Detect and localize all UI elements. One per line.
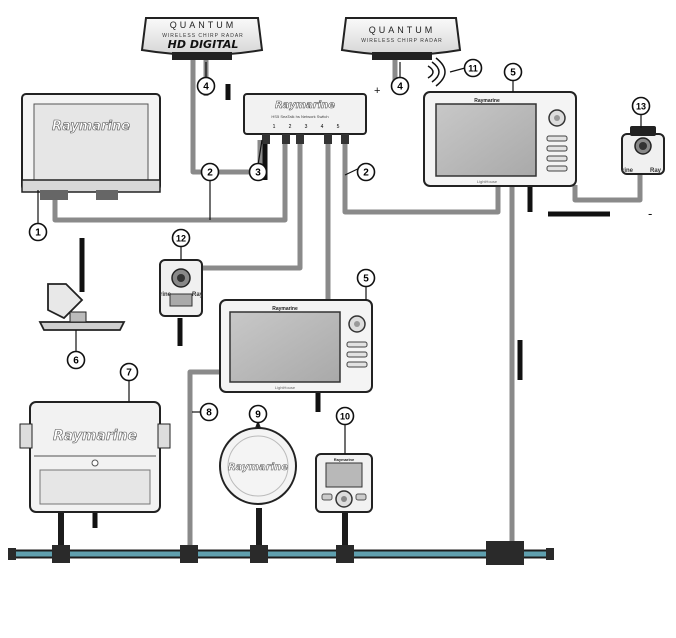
callout-number: 10 [340,412,350,422]
callout-number: 7 [126,368,132,379]
callout-4a: 4 [196,76,216,96]
port-label: 2 [289,124,292,130]
brand-label: Raymarine [228,462,288,473]
radar-brand: QUANTUM [170,20,237,30]
cable-display-camera13 [572,172,643,203]
port-label: 3 [305,124,308,130]
brand-label: Raymarine [53,428,137,444]
camera-brand-right: Ray [192,292,204,298]
transducer [38,283,126,331]
callout-5b: 5 [356,268,376,288]
power-cables [79,84,610,528]
brand-label: Raymarine [52,119,130,134]
callouts: 1 2 3 2 4 4 11 5 [28,58,651,426]
callout-4b: 4 [390,76,410,96]
radar-model: HD DIGITAL [168,38,239,51]
multifunction-display-mid: Raymarine LightHouse [219,299,373,393]
callout-number: 1 [35,228,41,239]
callout-number: 11 [468,64,478,74]
callout-number: 6 [73,356,79,367]
callout-number: 4 [203,82,209,93]
callout-2a: 2 [200,162,220,182]
power-plus-label: + [374,85,380,97]
radar-subtitle: WIRELESS CHIRP RADAR [361,38,443,44]
power-minus-label: - [648,206,652,221]
network-switch: Raymarine HS5 SeaTalk hs Network Switch … [243,93,367,144]
callout-10: 10 [335,406,355,426]
callout-3: 3 [248,162,268,182]
port-label: 5 [337,124,340,130]
callout-5a: 5 [503,62,523,82]
multifunction-display-top: Raymarine LightHouse [423,91,577,187]
t-piece [180,545,198,563]
autopilot-core: Raymarine [19,401,171,513]
cable-display-mid-backbone [187,369,222,548]
cable-blackbox-switch [52,140,288,223]
thermal-camera-12: rine Ray [159,259,204,317]
callout-8: 8 [199,402,219,422]
brand-label: Raymarine [334,457,355,462]
callout-number: 8 [206,408,212,419]
callout-6: 6 [66,350,86,370]
callout-number: 2 [363,168,369,179]
callout-number: 5 [363,274,369,285]
cable-switch-camera12 [198,140,303,271]
display-footer: LightHouse [275,385,296,390]
brand-label: Raymarine [275,100,335,111]
callout-11: 11 [463,58,483,78]
port-label: 1 [273,124,276,130]
terminator [8,548,16,560]
brand-label: Raymarine [474,98,500,104]
port-label: 4 [321,124,324,130]
camera-brand-left: rine [622,168,634,174]
display-footer: LightHouse [477,179,498,184]
callout-1: 1 [28,222,48,242]
t-piece [336,545,354,563]
backbone-t-pieces [8,541,554,565]
radar-brand: QUANTUM [369,25,436,35]
terminator [546,548,554,560]
display-screen [229,311,341,383]
callout-2b: 2 [356,162,376,182]
cable-switch-display-top [342,140,501,215]
thermal-camera-13: rine Ray - [621,126,665,221]
callout-13: 13 [631,96,651,116]
camera-brand-left: rine [160,292,172,298]
brand-label: Raymarine [272,306,298,312]
t-piece [250,545,268,563]
network-cables [52,58,643,548]
controller-screen [325,462,363,488]
fluxgate-compass: Raymarine [219,420,297,505]
callout-number: 12 [176,234,186,244]
display-screen [435,103,537,177]
camera-brand-right: Ray [650,168,662,174]
t-piece [52,545,70,563]
callout-number: 3 [255,168,261,179]
seatalk-backbone [8,508,554,565]
callout-number: 4 [397,82,403,93]
callout-number: 5 [510,68,516,79]
pilot-controller: Raymarine [315,453,373,513]
wifi-icon [427,57,446,87]
callout-7: 7 [119,362,139,382]
radar-quantum: QUANTUM WIRELESS CHIRP RADAR + [340,17,462,97]
callout-number: 9 [255,410,261,421]
callout-12: 12 [171,228,191,248]
multifunction-black-box: Raymarine [21,93,161,200]
switch-caption: HS5 SeaTalk hs Network Switch [271,114,328,119]
callout-number: 2 [207,168,213,179]
switch-ports: 1 2 3 4 5 [273,124,340,130]
radar-hd-digital: QUANTUM WIRELESS CHIRP RADAR HD DIGITAL [140,17,264,60]
power-t-piece [486,541,524,565]
radar-subtitle: WIRELESS CHIRP RADAR [162,33,244,39]
callout-9: 9 [248,404,268,424]
callout-number: 13 [636,102,646,112]
